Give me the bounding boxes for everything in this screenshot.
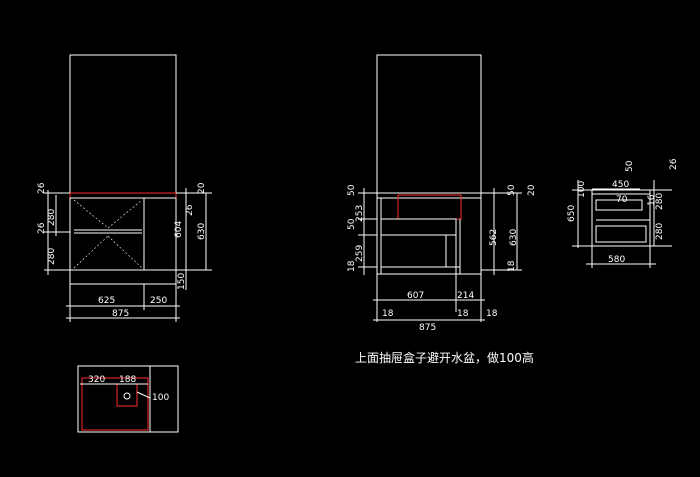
dim-label: 50 xyxy=(507,184,517,196)
dim-label: 26 xyxy=(185,204,195,216)
door-swing xyxy=(73,235,109,269)
dim-label: 630 xyxy=(509,229,519,246)
dim-label: 50 xyxy=(347,184,357,196)
dim-label: 875 xyxy=(112,309,129,319)
leader-line xyxy=(136,391,151,399)
dim-label: 50 xyxy=(347,218,357,230)
dim-label: 18 xyxy=(457,309,469,319)
dim-label: 280 xyxy=(47,248,57,265)
plinth xyxy=(69,269,177,285)
dim-label: 188 xyxy=(119,375,136,385)
upper-panel xyxy=(376,54,482,194)
dim-label: 580 xyxy=(608,255,625,265)
dim-label: 562 xyxy=(489,229,499,246)
dim-label: 100 xyxy=(152,393,169,403)
dim-label: 214 xyxy=(457,291,474,301)
dim-label: 50 xyxy=(625,160,635,172)
dim-label: 26 xyxy=(37,222,47,234)
dim-label: 607 xyxy=(407,291,424,301)
drawer-box xyxy=(380,218,457,236)
dim-label: 18 xyxy=(347,260,357,272)
door-swing xyxy=(73,199,109,229)
dim-label: 280 xyxy=(655,223,665,240)
cabinet-body xyxy=(69,197,177,271)
lower-box xyxy=(595,225,647,243)
drain-icon xyxy=(123,392,131,400)
design-note: 上面抽屉盒子避开水盆，做100高 xyxy=(355,350,534,365)
dim-label: 280 xyxy=(655,193,665,210)
cabinet-body xyxy=(376,197,482,275)
dim-label: 100 xyxy=(577,181,587,198)
dim-label: 20 xyxy=(197,182,207,194)
plan-highlight xyxy=(81,377,149,431)
cabinet-section xyxy=(591,189,651,247)
dim-label: 20 xyxy=(527,184,537,196)
dim-label: 70 xyxy=(616,195,628,205)
side-section-view: 100 650 50 16 280 26 280 450 70 580 xyxy=(567,158,679,268)
dim-label: 604 xyxy=(174,221,184,238)
door-swing xyxy=(107,235,143,269)
dim-label: 150 xyxy=(177,273,187,290)
dim-label: 650 xyxy=(567,205,577,222)
dim-label: 253 xyxy=(355,205,365,222)
plan-outline xyxy=(77,365,179,433)
dim-label: 26 xyxy=(37,182,47,194)
dim-label: 625 xyxy=(98,296,115,306)
dim-label: 630 xyxy=(197,223,207,240)
upper-panel xyxy=(69,54,177,194)
dim-label: 26 xyxy=(669,158,679,170)
dim-label: 18 xyxy=(507,260,517,272)
elevation-view-left: 26 280 26 280 20 26 604 630 150 625 250 … xyxy=(37,54,212,322)
dim-label: 320 xyxy=(88,375,105,385)
elevation-view-middle: 50 253 50 259 18 50 20 562 630 18 607 21… xyxy=(347,54,537,333)
drawer-box-lower xyxy=(380,234,447,268)
plan-view: 320 188 100 xyxy=(77,365,179,433)
dim-label: 450 xyxy=(612,180,629,190)
drawer-box xyxy=(595,199,643,211)
drain-box xyxy=(116,383,138,407)
sink-basin-highlight xyxy=(397,194,462,220)
dim-label: 16 xyxy=(647,194,657,206)
dim-label: 875 xyxy=(419,323,436,333)
dim-label: 18 xyxy=(382,309,394,319)
door-swing xyxy=(107,199,143,229)
dim-label: 250 xyxy=(150,296,167,306)
countertop-highlight xyxy=(69,192,177,199)
dim-label: 18 xyxy=(486,309,498,319)
dim-label: 280 xyxy=(47,209,57,226)
dim-label: 259 xyxy=(355,245,365,262)
